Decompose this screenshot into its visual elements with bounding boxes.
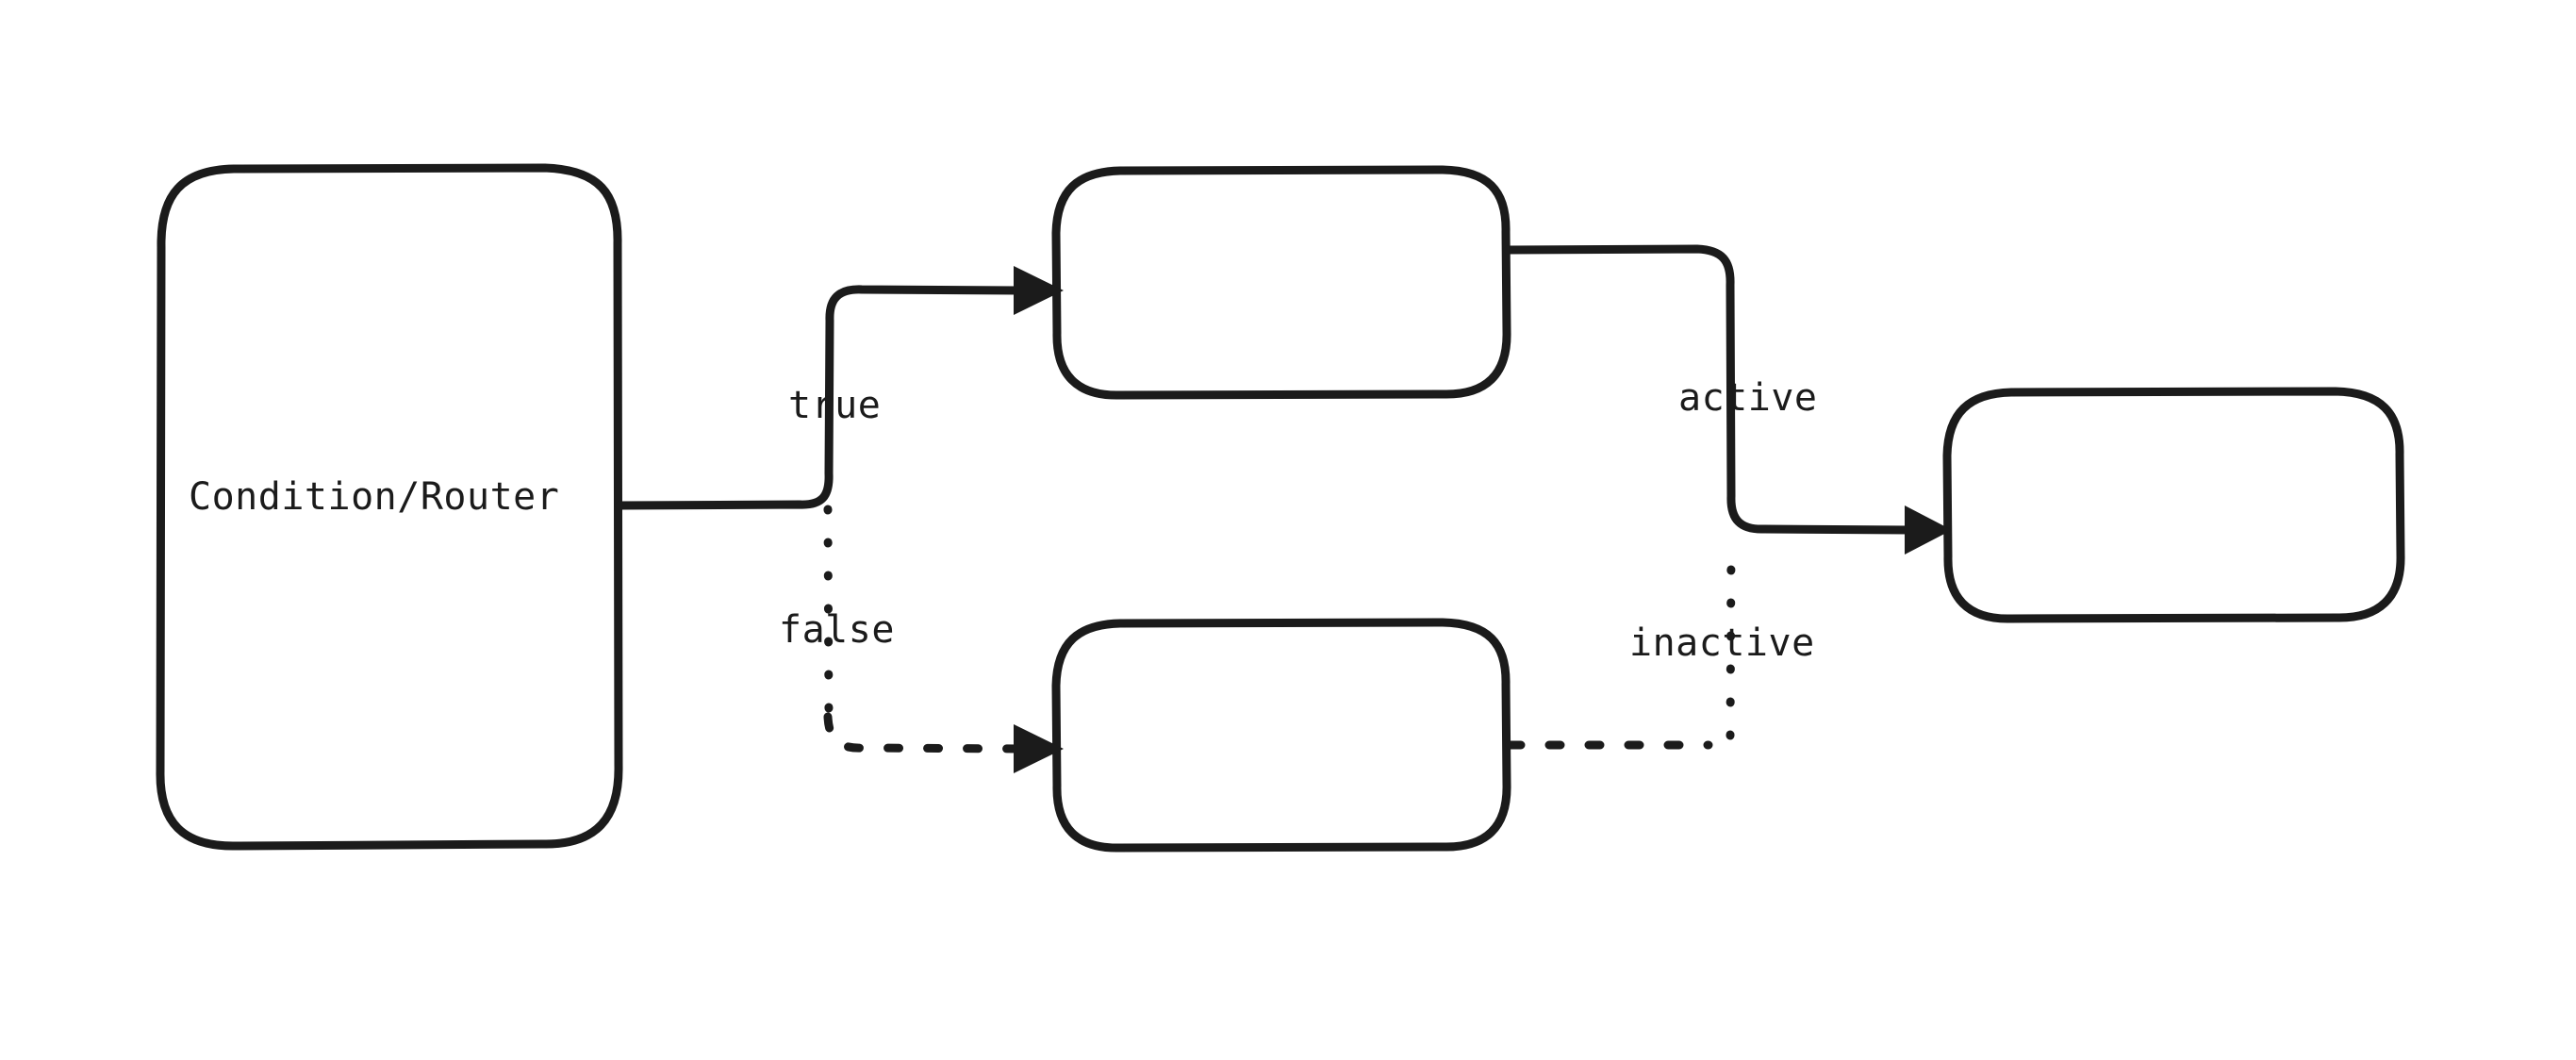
edge-router-to-false-arrowhead [1014, 724, 1064, 773]
edge-label-inactive: inactive [1629, 621, 1815, 665]
edge-true-to-merge-line [1503, 244, 1914, 535]
edge-router-to-false-line-vertical [823, 505, 834, 721]
edge-true-to-merge-arrowhead [1905, 505, 1952, 555]
edge-label-false: false [779, 608, 895, 652]
edge-false-to-merge-line-vertical [1726, 542, 1736, 740]
edge-label-active: active [1678, 376, 1818, 420]
node-true-branch-shape[interactable] [1051, 165, 1511, 400]
node-merge-shape[interactable] [1942, 387, 2405, 623]
node-condition-router-label: Condition/Router [189, 475, 560, 519]
edge-router-to-true-line [615, 285, 1023, 510]
edge-router-to-false-line-horizontal [823, 712, 1023, 754]
node-false-branch-shape[interactable] [1051, 618, 1511, 853]
edge-router-to-true-arrowhead [1014, 266, 1064, 315]
edge-label-true: true [788, 384, 882, 427]
node-condition-router-shape[interactable] [156, 163, 623, 851]
